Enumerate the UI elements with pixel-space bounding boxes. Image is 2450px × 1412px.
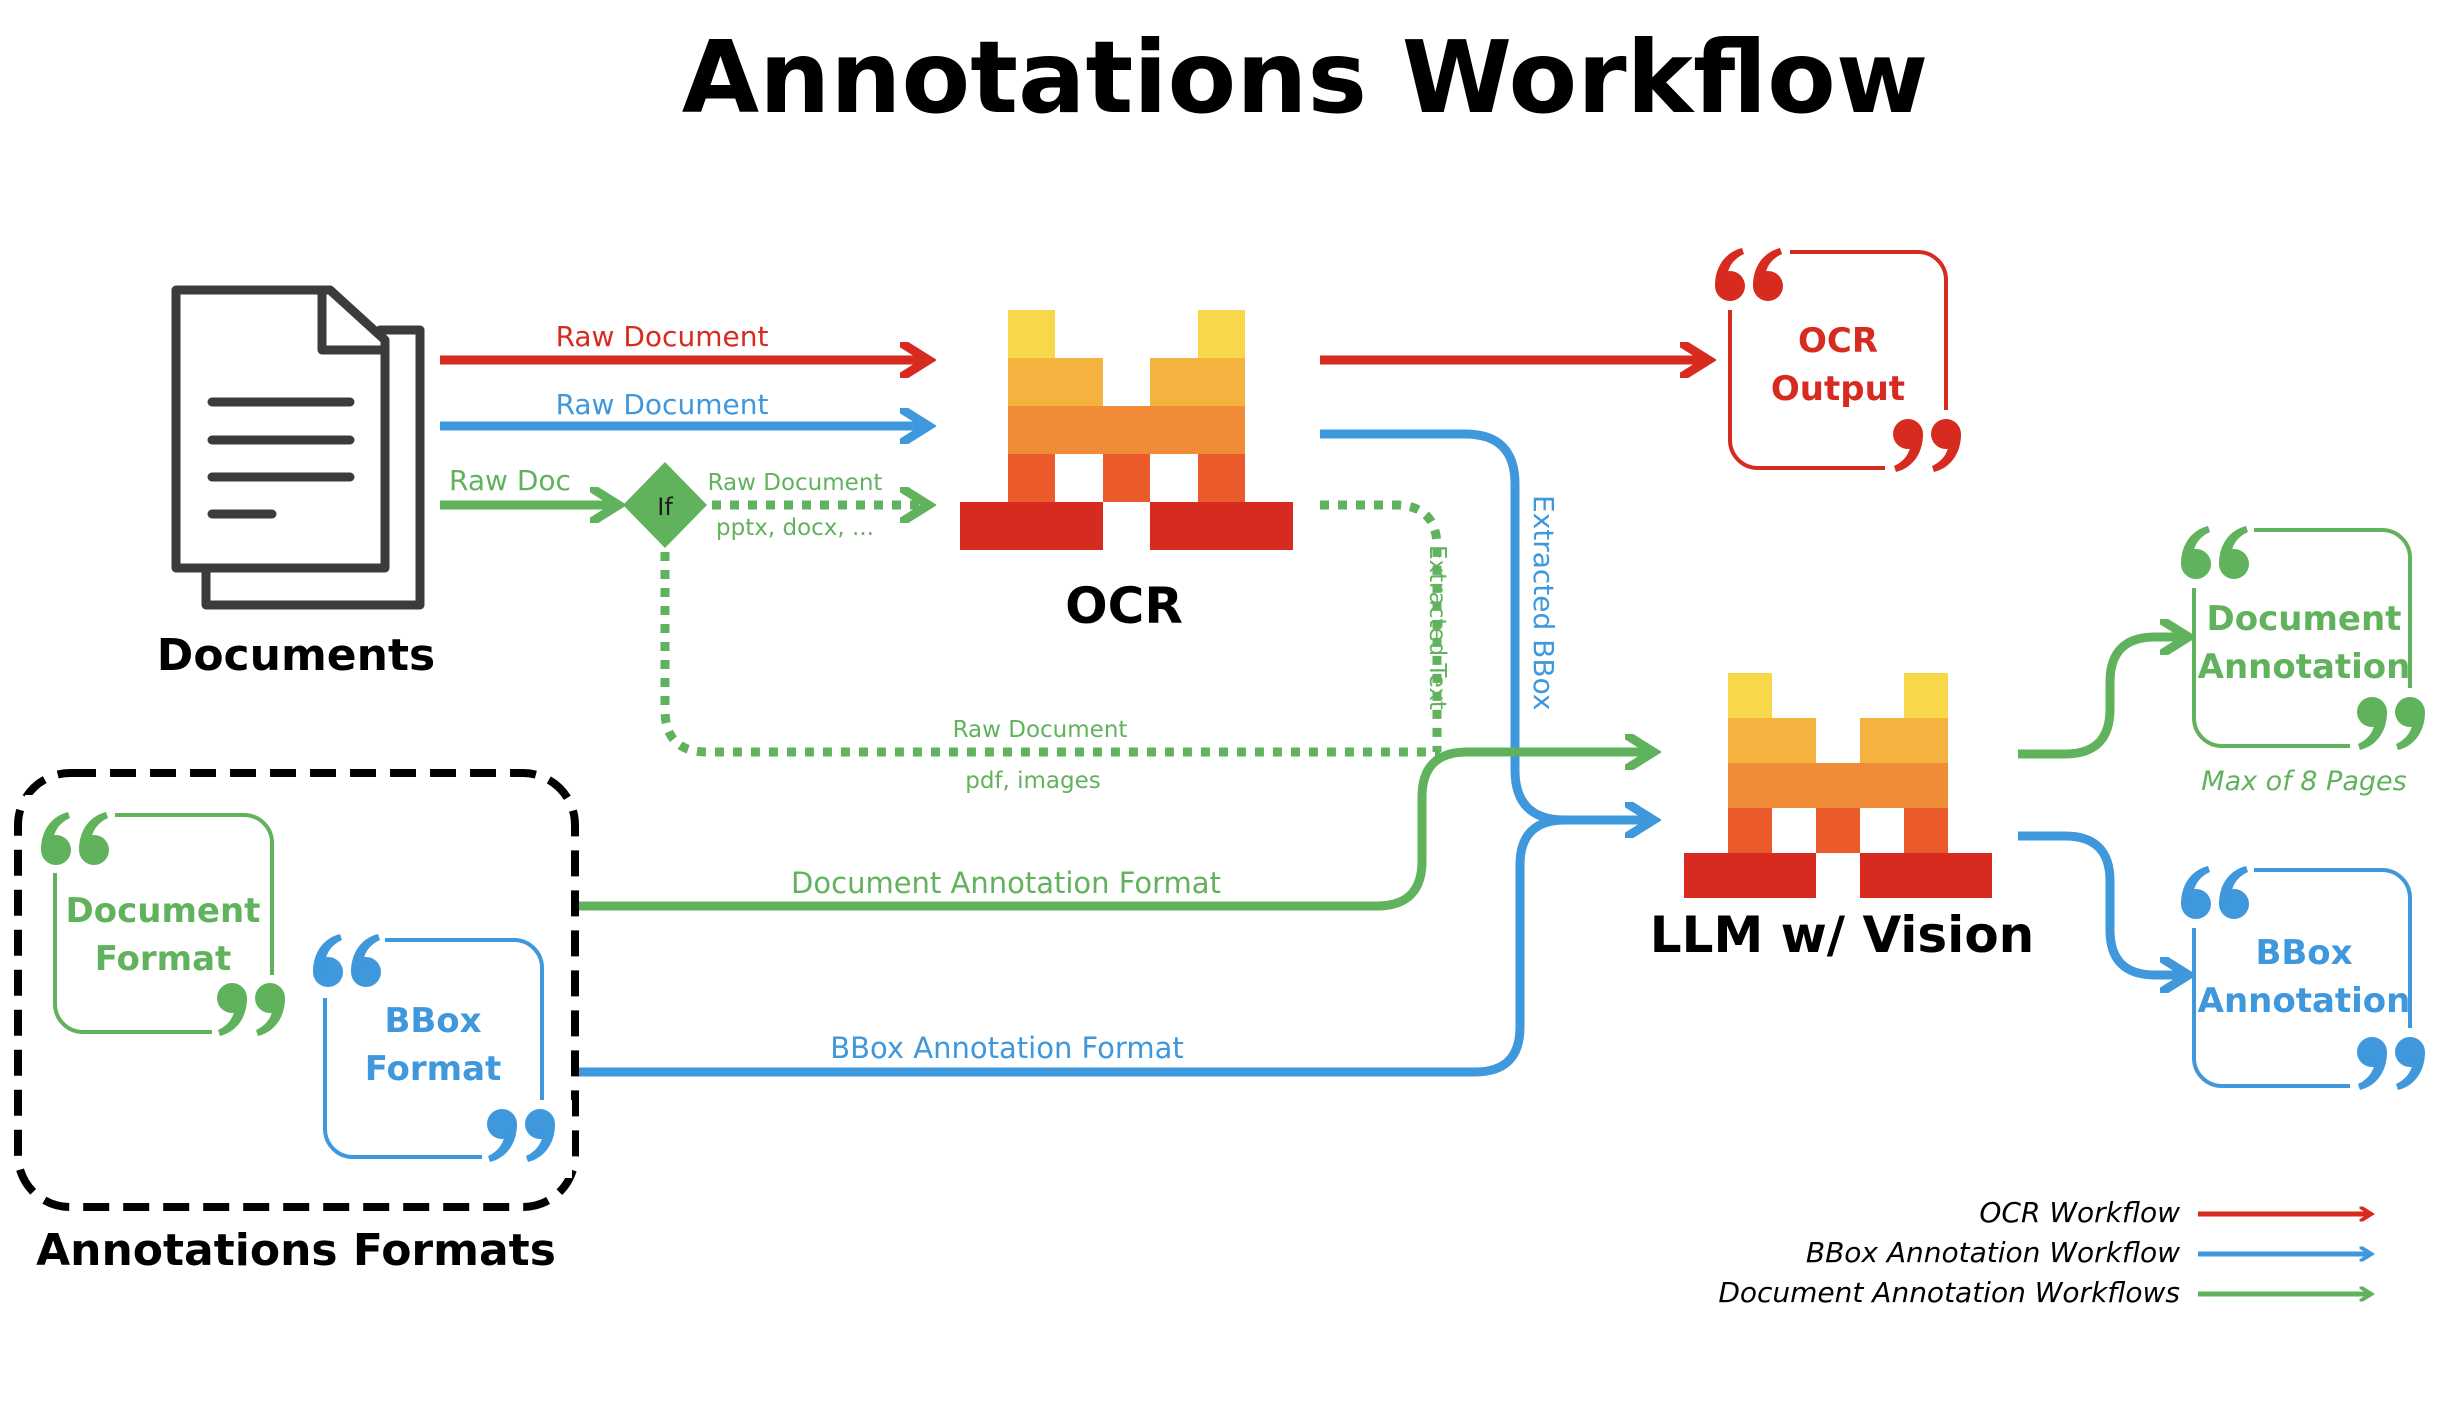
if-top-branch-formats: pptx, docx, ... [716, 515, 874, 541]
document-format-line2: Format [95, 939, 232, 979]
document-annotation-card: Document Annotation [2164, 510, 2440, 766]
legend-item-document: Document Annotation Workflows [1718, 1276, 2370, 1309]
if-bottom-branch-formats: pdf, images [965, 768, 1101, 794]
bbox-annotation-card: BBox Annotation [2164, 850, 2440, 1106]
annotation-formats-label: Annotations Formats [36, 1225, 556, 1276]
extracted-bbox-label: Extracted BBox [1527, 495, 1560, 710]
legend-label: BBox Annotation Workflow [1806, 1236, 2180, 1269]
legend-label: OCR Workflow [1979, 1196, 2180, 1229]
ocr-output-line1: OCR [1798, 321, 1878, 361]
decision-label: If [657, 493, 673, 521]
document-format-card: Document Format [25, 795, 302, 1053]
llm-to-document-annotation-arrow [2018, 637, 2185, 759]
extracted-text-label: Extracted Text [1424, 545, 1450, 710]
if-top-branch-label: Raw Document [708, 470, 883, 496]
legend: OCR Workflow BBox Annotation Workflow Do… [1718, 1196, 2370, 1309]
ocr-label: OCR [1065, 577, 1183, 635]
legend-item-bbox: BBox Annotation Workflow [1806, 1236, 2370, 1269]
raw-document-red-label: Raw Document [556, 320, 769, 353]
llm-logo-icon [1684, 673, 1992, 898]
ocr-output-line2: Output [1771, 369, 1905, 409]
document-format-line1: Document [66, 891, 261, 931]
decision-diamond: If [623, 462, 707, 548]
ocr-output-card: OCR Output [1700, 232, 1975, 488]
document-annotation-format-arrow [577, 752, 1650, 911]
if-to-llm-dotted-path [660, 552, 1440, 757]
annotation-formats-container [14, 769, 579, 1211]
raw-doc-green-label: Raw Doc [449, 464, 571, 497]
bbox-annotation-format-arrow [577, 815, 1566, 1077]
bbox-annotation-line1: BBox [2255, 933, 2352, 973]
raw-document-blue-label: Raw Document [556, 388, 769, 421]
llm-to-bbox-annotation-arrow [2018, 831, 2185, 975]
legend-label: Document Annotation Workflows [1718, 1276, 2180, 1309]
extracted-bbox-blue-path [1320, 429, 1650, 820]
legend-item-ocr: OCR Workflow [1979, 1196, 2370, 1229]
document-stack-icon [171, 285, 425, 610]
bbox-annotation-format-label: BBox Annotation Format [830, 1031, 1183, 1065]
llm-label: LLM w/ Vision [1650, 906, 2035, 964]
bbox-format-line2: Format [365, 1049, 502, 1089]
document-annotation-line2: Annotation [2198, 647, 2411, 687]
bbox-annotation-line2: Annotation [2198, 981, 2411, 1021]
if-bottom-branch-label: Raw Document [953, 717, 1128, 743]
documents-label: Documents [157, 630, 435, 681]
document-annotation-format-label: Document Annotation Format [791, 866, 1221, 900]
diagram-title: Annotations Workflow [682, 19, 1929, 136]
extracted-text-dotted-path [1320, 500, 1442, 752]
document-annotation-line1: Document [2207, 599, 2402, 639]
bbox-format-line1: BBox [384, 1001, 481, 1041]
bbox-format-card: BBox Format [295, 920, 572, 1178]
ocr-logo-icon [960, 310, 1293, 550]
document-annotation-note: Max of 8 Pages [2201, 766, 2406, 797]
